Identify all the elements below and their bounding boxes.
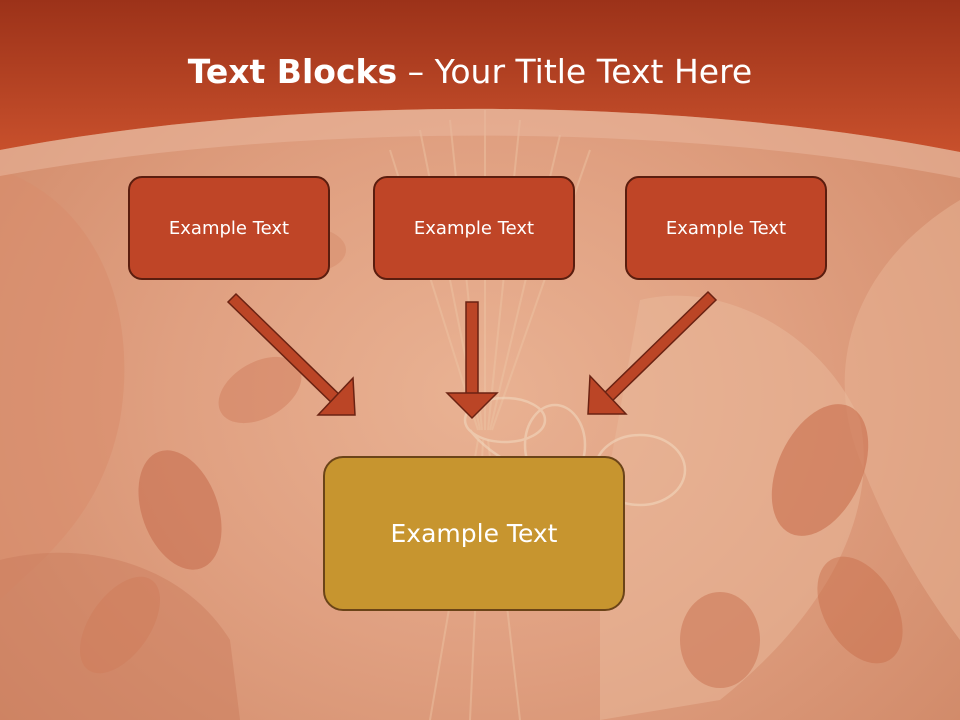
title-dash: – [397,52,435,91]
target-text-block[interactable]: Example Text [323,456,625,611]
title-bold-part: Text Blocks [187,52,398,91]
target-text-block-label: Example Text [390,519,558,548]
title-regular-part: Your Title Text Here [434,52,753,91]
text-block-center[interactable]: Example Text [373,176,575,280]
text-block-center-label: Example Text [413,217,535,239]
text-block-right-label: Example Text [665,217,787,239]
text-block-left-label: Example Text [168,217,290,239]
text-block-right[interactable]: Example Text [625,176,827,280]
slide-title: Text Blocks – Your Title Text Here [0,52,940,91]
text-block-left[interactable]: Example Text [128,176,330,280]
header-banner [0,0,960,178]
